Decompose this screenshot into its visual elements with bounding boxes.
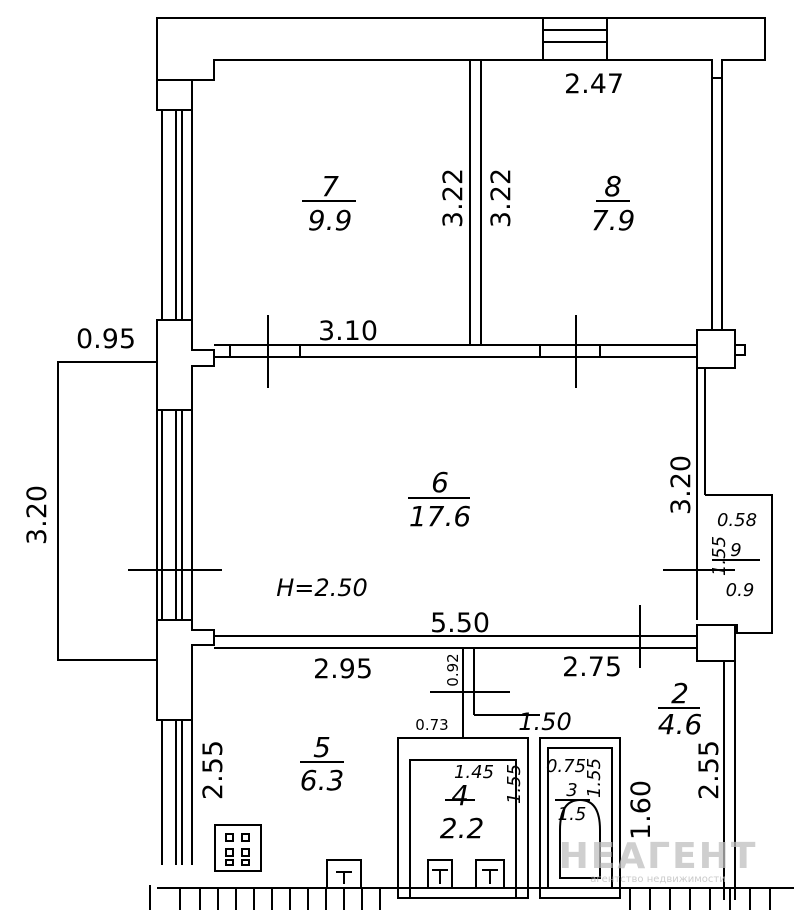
dim-corridor-150: 1.50 — [518, 708, 571, 736]
watermark-tagline: агентство недвижимости — [590, 874, 725, 885]
room-2-area: 4.6 — [658, 708, 703, 741]
dim-room5-width: 2.95 — [313, 654, 373, 685]
left-pillar-2 — [156, 619, 215, 721]
room-7-number: 7 — [321, 170, 339, 203]
radiator-icon-2 — [427, 859, 453, 889]
room-5-area: 6.3 — [300, 764, 345, 797]
partition-upper-row — [214, 315, 697, 388]
dim-niche-155: 1.55 — [709, 536, 730, 576]
outer-wall-right-lower — [696, 624, 736, 900]
corridor-partition — [430, 648, 540, 738]
dim-niche-058: 0.58 — [717, 510, 757, 531]
room-4-number: 4 — [451, 779, 469, 812]
dim-bath-155: 1.55 — [504, 764, 525, 804]
dim-wc-160: 1.60 — [626, 780, 657, 840]
outer-wall-right-upper — [696, 78, 746, 620]
balcony — [57, 361, 158, 661]
dim-room7-height: 3.22 — [438, 168, 469, 228]
dim-room8-height: 3.22 — [486, 168, 517, 228]
dimension-ticks — [128, 569, 735, 910]
dim-room6-width: 5.50 — [430, 608, 490, 639]
dim-wc-155: 1.55 — [584, 758, 605, 798]
stove-icon — [214, 824, 262, 872]
watermark-brand: НЕАГЕНТ — [559, 836, 758, 877]
radiator-icon-3 — [475, 859, 505, 889]
left-window-middle — [161, 410, 193, 620]
room-5-number: 5 — [313, 731, 331, 764]
dim-room2-width: 2.75 — [562, 652, 622, 683]
ceiling-height-label: H=2.50 — [276, 574, 368, 602]
outer-wall-top — [156, 17, 766, 81]
dim-corridor-092: 0.92 — [444, 653, 462, 686]
dim-balcony-length: 3.20 — [22, 485, 53, 545]
dim-bath-145: 1.45 — [454, 762, 494, 783]
radiator-icon-1 — [326, 859, 362, 889]
room-7-area: 9.9 — [308, 204, 353, 237]
room-3-area: 1.5 — [558, 804, 587, 825]
room-4-area: 2.2 — [440, 812, 485, 845]
room-2-number: 2 — [671, 677, 689, 710]
top-window — [542, 17, 608, 61]
left-pillar-1 — [156, 319, 215, 411]
dim-room5-height: 2.55 — [198, 740, 229, 800]
room-8-area: 7.9 — [591, 204, 636, 237]
dim-room6-height: 3.20 — [666, 455, 697, 515]
room-8-number: 8 — [604, 170, 622, 203]
room-3-number: 3 — [566, 780, 577, 801]
partition-lower-row — [214, 605, 697, 668]
room-6-area: 17.6 — [409, 500, 471, 533]
partition-7-8 — [469, 60, 482, 345]
left-window-upper — [161, 110, 193, 320]
outer-wall-left — [156, 79, 193, 111]
dim-room7-width: 3.10 — [318, 316, 378, 347]
left-window-lower — [161, 720, 193, 865]
dim-room2-height: 2.55 — [694, 740, 725, 800]
room-6-number: 6 — [431, 466, 449, 499]
room-9-number: 9 — [730, 540, 741, 561]
dim-balcony-depth: 0.95 — [76, 324, 136, 355]
dim-top-width: 2.47 — [564, 69, 624, 100]
dim-wc-075: 0.75 — [546, 756, 586, 777]
dim-corridor-073: 0.73 — [415, 716, 448, 734]
room-9-area: 0.9 — [726, 580, 755, 601]
